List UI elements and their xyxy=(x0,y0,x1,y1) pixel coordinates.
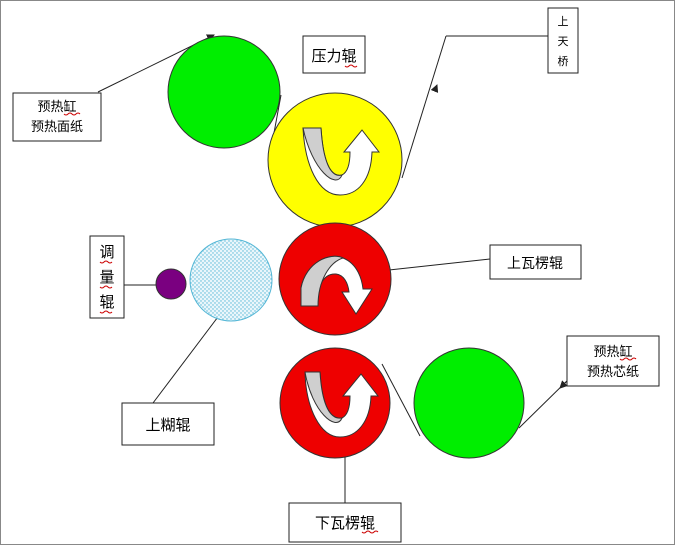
label-top-bridge: 上 天 桥 xyxy=(547,7,579,74)
label-metering-roller: 调 量 辊 xyxy=(89,235,125,319)
lower-corrugating-roller xyxy=(279,347,391,459)
metering-roller xyxy=(155,268,187,300)
label-top-bridge-char1: 上 xyxy=(558,15,569,28)
curved-arrow-down-icon xyxy=(300,255,373,315)
label-glue-roller-text: 上糊辊 xyxy=(145,416,190,434)
curved-arrow-up-icon xyxy=(302,127,381,196)
label-metering-char2: 量 xyxy=(99,268,114,286)
label-top-bridge-char3: 桥 xyxy=(558,55,569,68)
label-glue-roller: 上糊辊 xyxy=(121,402,215,446)
label-lower-corrugating-text: 下瓦楞辊 xyxy=(315,514,375,532)
label-metering-char1: 调 xyxy=(99,243,114,261)
label-preheat-face-line1: 预热缸 xyxy=(37,99,76,115)
preheat-face-cylinder xyxy=(167,35,281,149)
pressure-roller xyxy=(267,92,403,228)
label-preheat-face: 预热缸 预热面纸 xyxy=(12,92,102,142)
upper-corrugating-roller xyxy=(278,222,392,336)
label-preheat-core: 预热缸 预热芯纸 xyxy=(566,335,660,387)
preheat-core-cylinder xyxy=(413,347,525,459)
label-preheat-face-line2: 预热面纸 xyxy=(31,120,83,135)
glue-roller xyxy=(189,238,273,322)
label-preheat-core-line1: 预热缸 xyxy=(593,344,632,360)
label-upper-corrugating-roller: 上瓦楞辊 xyxy=(489,244,582,280)
label-top-bridge-char2: 天 xyxy=(558,35,569,48)
curved-arrow-up-icon xyxy=(304,371,380,438)
label-preheat-core-line2: 预热芯纸 xyxy=(587,365,639,380)
label-upper-corrugating-text: 上瓦楞辊 xyxy=(507,256,563,272)
label-pressure-roller-text: 压力辊 xyxy=(311,47,356,65)
label-pressure-roller: 压力辊 xyxy=(302,35,366,74)
label-lower-corrugating-roller: 下瓦楞辊 xyxy=(288,502,402,543)
label-metering-char3: 辊 xyxy=(99,293,114,311)
